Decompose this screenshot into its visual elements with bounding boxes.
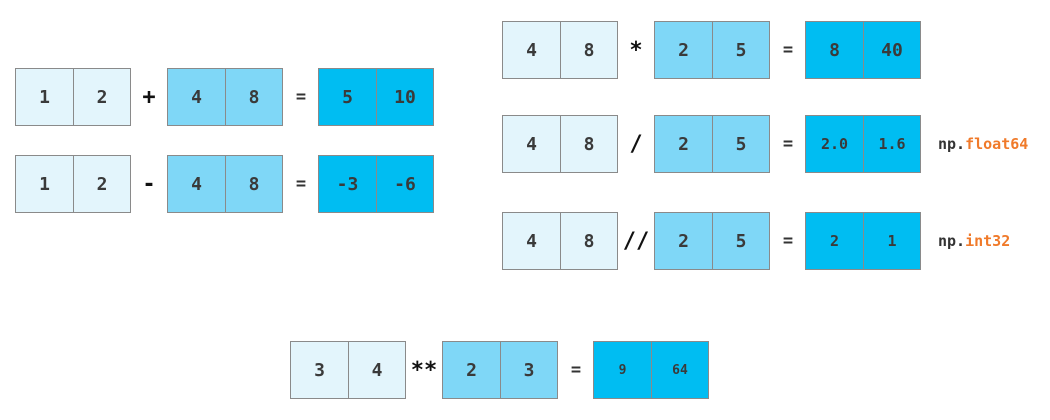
array-cell: 8	[225, 156, 282, 212]
equals-sign: =	[570, 360, 582, 380]
array-cell: 2.0	[806, 116, 863, 172]
array-cell: 1.6	[863, 116, 920, 172]
result-array: -3 -6	[318, 155, 434, 213]
array-cell: 8	[225, 69, 282, 125]
result-array: 2 1	[805, 212, 921, 270]
operand-b-array: 2 5	[654, 21, 770, 79]
plus-operator: +	[142, 84, 156, 110]
dtype-name: float64	[965, 135, 1029, 153]
dtype-label: np.float64	[938, 115, 1028, 173]
array-cell: 1	[16, 156, 73, 212]
subtraction-row: 1 2 - 4 8 = -3 -6	[15, 155, 435, 213]
array-cell: -3	[319, 156, 376, 212]
array-cell: 10	[376, 69, 433, 125]
division-row: 4 8 / 2 5 = 2.0 1.6 np.float64	[502, 115, 1047, 173]
equals-sign: =	[295, 87, 307, 107]
operand-b-array: 4 8	[167, 155, 283, 213]
power-row: 3 4 ** 2 3 = 9 64	[290, 341, 710, 399]
dtype-name: int32	[965, 232, 1011, 250]
divide-operator: /	[629, 131, 643, 157]
array-cell: 64	[651, 342, 708, 398]
array-cell: 5	[319, 69, 376, 125]
array-cell: 2	[655, 22, 712, 78]
operand-a-array: 4 8	[502, 115, 618, 173]
operand-a-array: 4 8	[502, 21, 618, 79]
result-array: 9 64	[593, 341, 709, 399]
dtype-prefix: np.	[938, 232, 966, 250]
array-cell: 4	[168, 156, 225, 212]
array-cell: 1	[863, 213, 920, 269]
array-cell: 8	[560, 116, 617, 172]
array-cell: -6	[376, 156, 433, 212]
operand-a-array: 1 2	[15, 155, 131, 213]
power-operator: **	[410, 357, 438, 383]
array-cell: 2	[73, 156, 130, 212]
minus-operator: -	[142, 171, 156, 197]
operand-b-array: 4 8	[167, 68, 283, 126]
array-cell: 5	[712, 116, 769, 172]
array-cell: 3	[291, 342, 348, 398]
operand-b-array: 2 3	[442, 341, 558, 399]
array-cell: 1	[16, 69, 73, 125]
array-cell: 4	[503, 22, 560, 78]
result-array: 8 40	[805, 21, 921, 79]
array-cell: 3	[500, 342, 557, 398]
multiplication-row: 4 8 * 2 5 = 8 40	[502, 21, 922, 79]
operand-b-array: 2 5	[654, 212, 770, 270]
equals-sign: =	[782, 231, 794, 251]
array-cell: 2	[655, 213, 712, 269]
result-array: 5 10	[318, 68, 434, 126]
array-cell: 8	[560, 213, 617, 269]
array-cell: 4	[168, 69, 225, 125]
addition-row: 1 2 + 4 8 = 5 10	[15, 68, 435, 126]
dtype-prefix: np.	[938, 135, 966, 153]
equals-sign: =	[782, 40, 794, 60]
floor-divide-operator: //	[622, 228, 650, 254]
array-cell: 2	[443, 342, 500, 398]
equals-sign: =	[295, 174, 307, 194]
array-cell: 2	[806, 213, 863, 269]
operand-a-array: 4 8	[502, 212, 618, 270]
array-cell: 4	[503, 213, 560, 269]
array-cell: 4	[503, 116, 560, 172]
array-cell: 8	[806, 22, 863, 78]
dtype-label: np.int32	[938, 212, 1010, 270]
array-cell: 5	[712, 213, 769, 269]
array-cell: 40	[863, 22, 920, 78]
floor-division-row: 4 8 // 2 5 = 2 1 np.int32	[502, 212, 1047, 270]
result-array: 2.0 1.6	[805, 115, 921, 173]
operand-a-array: 3 4	[290, 341, 406, 399]
array-cell: 9	[594, 342, 651, 398]
array-cell: 5	[712, 22, 769, 78]
multiply-operator: *	[629, 37, 643, 63]
array-cell: 8	[560, 22, 617, 78]
array-cell: 4	[348, 342, 405, 398]
array-cell: 2	[73, 69, 130, 125]
array-cell: 2	[655, 116, 712, 172]
operand-a-array: 1 2	[15, 68, 131, 126]
equals-sign: =	[782, 134, 794, 154]
operand-b-array: 2 5	[654, 115, 770, 173]
